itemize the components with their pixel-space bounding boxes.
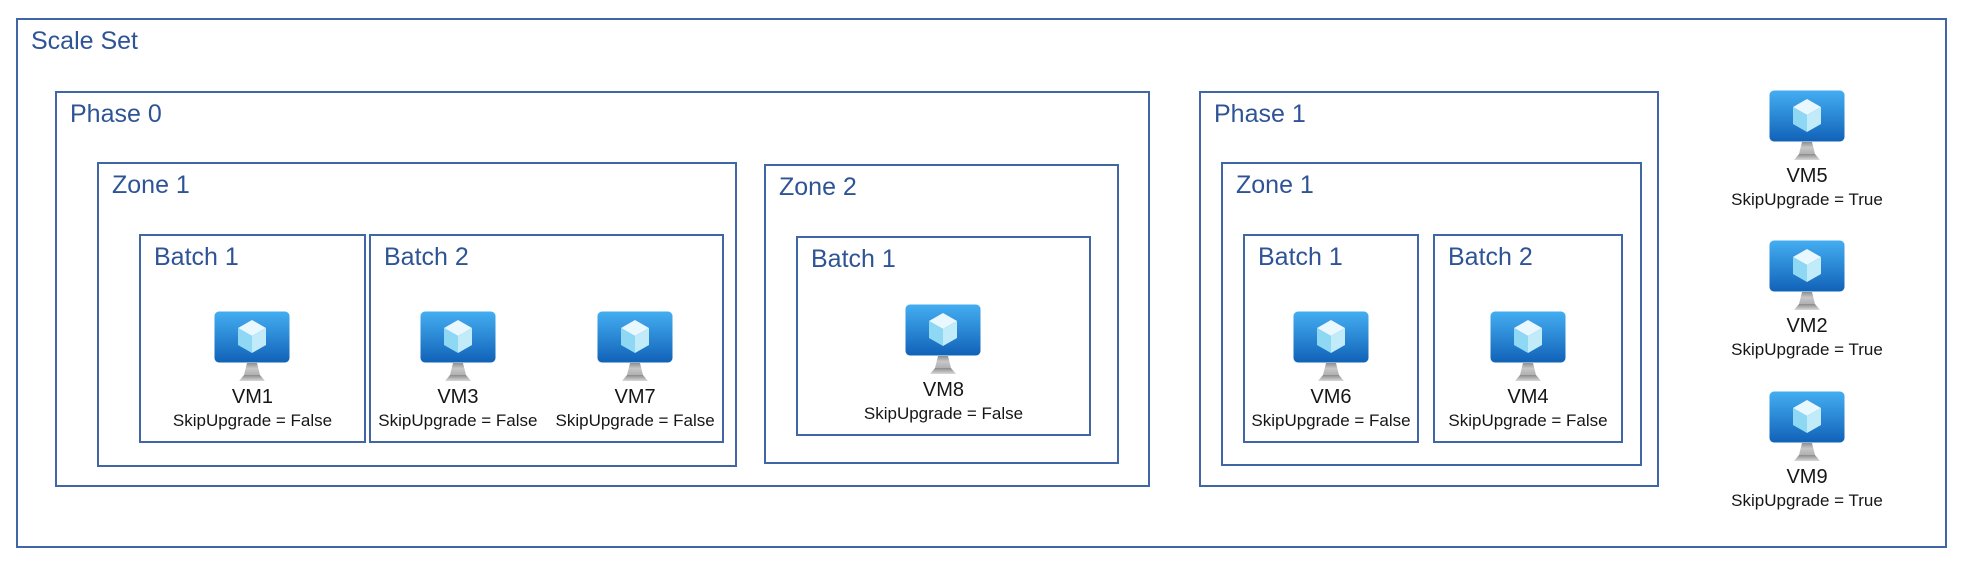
vm-skipupgrade-value: SkipUpgrade = False (378, 410, 538, 430)
azure-vm-icon (1769, 90, 1845, 160)
zone-label: Zone 1 (112, 171, 190, 199)
vm-skipupgrade-value: SkipUpgrade = False (863, 403, 1024, 423)
vm-block: VM9 SkipUpgrade = True (1728, 391, 1886, 511)
vm-skipupgrade-value: SkipUpgrade = True (1731, 340, 1883, 360)
azure-vm-icon (1769, 240, 1845, 311)
vm-name: VM8 (922, 378, 965, 401)
zone-label: Zone 1 (1236, 171, 1314, 199)
vm-skipupgrade-value: SkipUpgrade = False (555, 410, 715, 430)
vm-block: VM6 SkipUpgrade = False (1251, 311, 1411, 431)
vm-block: VM8 SkipUpgrade = False (864, 304, 1023, 424)
azure-vm-icon (1490, 311, 1566, 381)
vm-block: VM5 SkipUpgrade = True (1728, 90, 1886, 210)
vm-name: VM9 (1786, 465, 1828, 488)
batch-label: Batch 2 (384, 243, 469, 271)
zone-label: Zone 2 (779, 173, 857, 201)
batch-box: Batch 1 VM8 Skip (796, 236, 1091, 436)
vm-name: VM5 (1786, 165, 1828, 187)
scale-set-box: Scale Set Phase 0 Zone 1 Batch 1 (16, 18, 1947, 548)
vm-block: VM2 SkipUpgrade = True (1728, 240, 1886, 360)
azure-vm-icon (214, 311, 290, 381)
vm-skipupgrade-value: SkipUpgrade = False (1251, 410, 1411, 430)
phase-0-box: Phase 0 Zone 1 Batch 1 (55, 91, 1150, 487)
vm-name: VM1 (231, 385, 274, 408)
batch-box: Batch 2 VM3 Skip (369, 234, 724, 443)
phase-0-zone-2-box: Zone 2 Batch 1 (764, 164, 1119, 464)
batch-label: Batch 1 (154, 243, 239, 271)
scale-set-label: Scale Set (31, 27, 139, 55)
vm-name: VM7 (614, 385, 656, 408)
vm-block: VM7 SkipUpgrade = False (556, 311, 715, 431)
vm-block: VM1 SkipUpgrade = False (173, 311, 332, 431)
skipped-vm-column: VM5 SkipUpgrade = True VM2 SkipUpgrade =… (1712, 90, 1902, 511)
vm-block: VM4 SkipUpgrade = False (1448, 311, 1608, 431)
vm-name: VM6 (1310, 385, 1352, 408)
batch-box: Batch 1 VM6 Skip (1243, 234, 1419, 443)
azure-vm-icon (1293, 311, 1369, 381)
vm-skipupgrade-value: SkipUpgrade = False (172, 410, 333, 430)
vm-skipupgrade-value: SkipUpgrade = True (1731, 190, 1883, 209)
batch-label: Batch 2 (1448, 243, 1533, 271)
vm-name: VM2 (1786, 315, 1828, 338)
phase-1-label: Phase 1 (1214, 100, 1306, 128)
vm-skipupgrade-value: SkipUpgrade = False (1448, 410, 1608, 430)
phase-1-box: Phase 1 Zone 1 Batch 1 (1199, 91, 1659, 487)
azure-vm-icon (420, 311, 496, 381)
vm-name: VM3 (437, 385, 479, 408)
vm-name: VM4 (1507, 385, 1549, 408)
azure-vm-icon (597, 311, 673, 381)
azure-vm-icon (905, 304, 981, 374)
phase-0-zone-1-box: Zone 1 Batch 1 (97, 162, 737, 467)
batch-box: Batch 2 VM4 Skip (1433, 234, 1623, 443)
batch-box: Batch 1 VM1 Skip (139, 234, 366, 443)
batch-label: Batch 1 (811, 245, 896, 273)
batch-label: Batch 1 (1258, 243, 1343, 271)
vm-skipupgrade-value: SkipUpgrade = True (1731, 490, 1883, 510)
phase-0-label: Phase 0 (70, 100, 162, 128)
azure-vm-icon (1769, 391, 1845, 461)
vm-block: VM3 SkipUpgrade = False (378, 311, 538, 431)
phase-1-zone-1-box: Zone 1 Batch 1 (1221, 162, 1642, 466)
